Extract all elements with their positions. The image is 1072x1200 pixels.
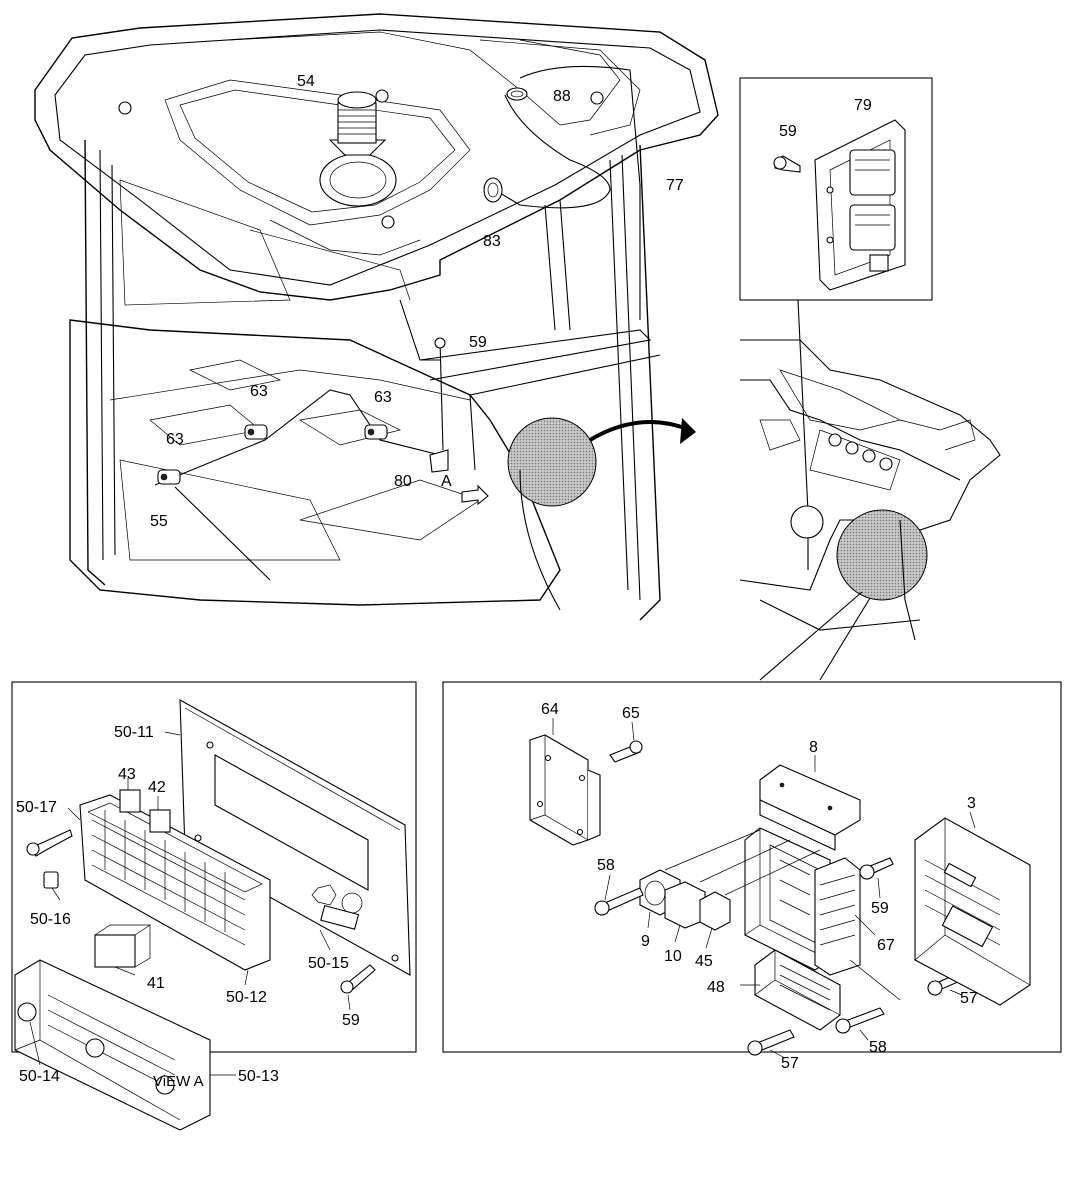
label-65: 65 xyxy=(622,705,640,722)
view-a-assembly xyxy=(14,699,411,1131)
label-50-13: 50-13 xyxy=(238,1068,279,1085)
clip-63-a xyxy=(157,469,181,485)
label-57-b: 57 xyxy=(960,990,978,1007)
label-43: 43 xyxy=(118,766,136,783)
label-a: A xyxy=(441,473,452,490)
cab-assembly xyxy=(34,13,719,621)
label-50-15: 50-15 xyxy=(308,955,349,972)
view-a-box xyxy=(11,681,417,1053)
clip-63-b xyxy=(244,424,268,440)
label-50-17: 50-17 xyxy=(16,799,57,816)
label-42: 42 xyxy=(148,779,166,796)
label-58-b: 58 xyxy=(869,1039,887,1056)
grommet-88 xyxy=(506,87,528,101)
label-77: 77 xyxy=(666,177,684,194)
label-67: 67 xyxy=(877,937,895,954)
label-63-c: 63 xyxy=(166,431,184,448)
clip-63-c xyxy=(364,424,388,440)
label-64: 64 xyxy=(541,701,559,718)
antenna-54 xyxy=(328,91,387,156)
label-88: 88 xyxy=(553,88,571,105)
label-10: 10 xyxy=(664,948,682,965)
label-50-16: 50-16 xyxy=(30,911,71,928)
label-55: 55 xyxy=(150,513,168,530)
label-54: 54 xyxy=(297,73,315,90)
label-48: 48 xyxy=(707,979,725,996)
label-59-view-a: 59 xyxy=(342,1012,360,1029)
labels-detail: 64 65 8 3 58 59 9 10 45 67 48 57 58 57 xyxy=(541,701,978,1072)
labels-view-a: 50-11 43 42 50-17 50-16 41 50-12 50-15 5… xyxy=(16,724,360,1085)
label-57-a: 57 xyxy=(781,1055,799,1072)
label-41: 41 xyxy=(147,975,165,992)
label-59-detail: 59 xyxy=(871,900,889,917)
console-assembly xyxy=(739,77,1001,681)
controller-assembly xyxy=(529,718,1031,1059)
label-59-inset: 59 xyxy=(779,123,797,140)
grommet-83 xyxy=(483,177,503,203)
label-59-top: 59 xyxy=(469,334,487,351)
label-83: 83 xyxy=(483,233,501,250)
label-3: 3 xyxy=(967,795,976,812)
label-63-b: 63 xyxy=(374,389,392,406)
label-9: 9 xyxy=(641,933,650,950)
label-50-14: 50-14 xyxy=(19,1068,60,1085)
view-a-caption: ViEW A xyxy=(153,1073,204,1090)
label-63-a: 63 xyxy=(250,383,268,400)
labels-top: 54 88 77 83 59 63 63 63 80 A 55 79 59 xyxy=(150,73,872,530)
label-50-12: 50-12 xyxy=(226,989,267,1006)
label-79: 79 xyxy=(854,97,872,114)
label-8: 8 xyxy=(809,739,818,756)
label-45: 45 xyxy=(695,953,713,970)
label-58-a: 58 xyxy=(597,857,615,874)
label-80: 80 xyxy=(394,473,412,490)
fuse-grid xyxy=(91,810,246,946)
label-50-11: 50-11 xyxy=(114,724,154,741)
